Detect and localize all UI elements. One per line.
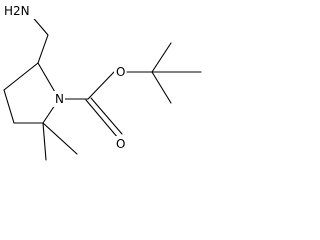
bonds <box>3 13 202 161</box>
structure-diagram: H2N N O O <box>0 0 208 179</box>
bond-ch2-c2 <box>37 34 49 64</box>
bond-c5-methyl-b <box>42 122 78 155</box>
atom-labels: H2N N O O <box>1 3 126 152</box>
amine-label-mask <box>1 3 35 19</box>
bond-carbonyl-ester-oxygen <box>87 71 115 100</box>
bond-c2-c3 <box>3 62 39 91</box>
ring-nitrogen-label-mask <box>53 91 65 107</box>
bond-carbonyl-double-a <box>85 99 119 139</box>
amine-label: H2N <box>4 4 30 18</box>
bond-tbu-methyl-down <box>151 71 172 104</box>
bond-carbonyl-double-b <box>90 97 123 135</box>
bond-c5-methyl-a <box>42 122 47 161</box>
ester-oxygen-label-mask <box>114 64 126 80</box>
ring-nitrogen-label: N <box>55 92 64 106</box>
carbonyl-oxygen-label: O <box>116 137 125 151</box>
carbonyl-oxygen-label-mask <box>114 136 126 152</box>
bond-c3-c4 <box>3 89 15 124</box>
molecule-structure: H2N N O O <box>1 3 202 161</box>
bond-tbu-methyl-up <box>151 42 172 73</box>
ester-oxygen-label: O <box>116 65 125 79</box>
